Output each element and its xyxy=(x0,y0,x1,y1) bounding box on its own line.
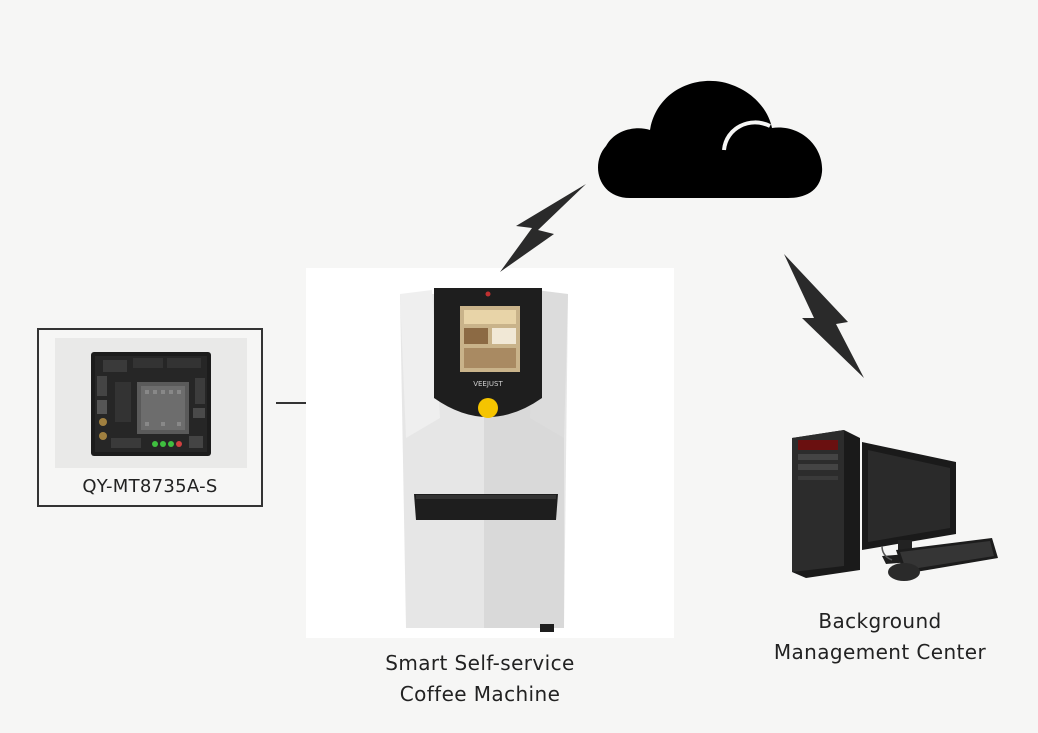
board-module: QY-MT8735A-S xyxy=(37,328,263,507)
management-center-label-line1: Background xyxy=(818,609,942,633)
board-label: QY-MT8735A-S xyxy=(82,476,218,497)
coffee-machine-photo: VEEJUST xyxy=(306,268,674,638)
coffee-machine-label-line1: Smart Self-service xyxy=(385,651,575,675)
management-center-label: Background Management Center xyxy=(730,606,1030,668)
management-center-label-line2: Management Center xyxy=(773,640,987,664)
coffee-machine-label: Smart Self-service Coffee Machine xyxy=(330,648,630,710)
lightning-bolt-icon xyxy=(500,184,586,272)
cloud-icon xyxy=(598,80,823,198)
lightning-bolt-icon xyxy=(784,254,864,378)
board-photo xyxy=(55,338,247,468)
coffee-machine-icon: VEEJUST xyxy=(400,288,568,632)
machine-brand: VEEJUST xyxy=(473,380,503,388)
circuit-board-icon xyxy=(91,352,211,456)
desktop-computer-icon xyxy=(792,430,998,581)
coffee-machine-label-line2: Coffee Machine xyxy=(399,682,561,706)
